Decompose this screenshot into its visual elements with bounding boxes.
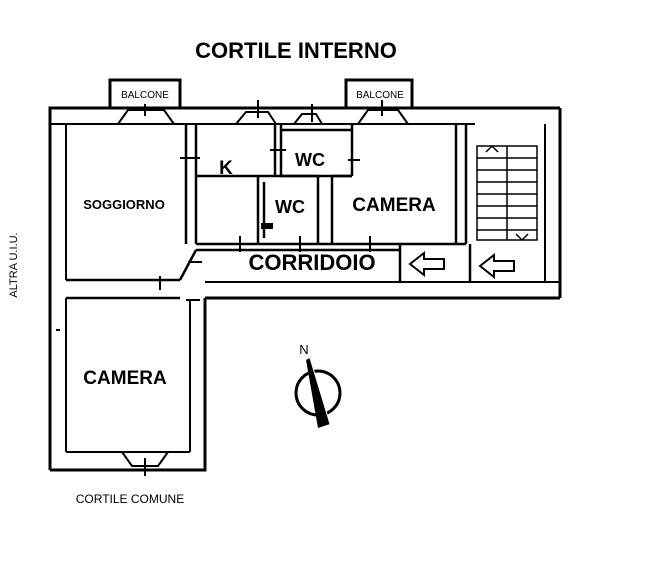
wc-upper-label: WC [295, 150, 325, 170]
entrance-arrow-icon [408, 250, 445, 278]
courtyard-internal-label: CORTILE INTERNO [195, 38, 397, 63]
staircase [476, 144, 538, 242]
stair-entrance-arrow-icon [478, 252, 515, 280]
north-label: N [299, 342, 308, 357]
balcony-right [344, 78, 414, 110]
balcony-right-label: BALCONE [356, 90, 404, 101]
courtyard-common-label: CORTILE COMUNE [76, 492, 184, 506]
other-unit-label: ALTRA U.I.U. [8, 232, 20, 297]
wc-lower-label: WC [275, 197, 305, 217]
corridor-label: CORRIDOIO [248, 250, 375, 275]
outer-walls [48, 106, 562, 472]
bedroom-upper-label: CAMERA [352, 195, 436, 216]
living-room-label: SOGGIORNO [83, 197, 165, 212]
door-marks [159, 104, 371, 301]
interior-walls [66, 124, 472, 300]
kitchen-label: K [219, 158, 233, 179]
bedroom-lower-label: CAMERA [83, 368, 167, 389]
north-compass-icon [294, 357, 342, 428]
balcony-left-label: BALCONE [121, 90, 169, 101]
window-bays [56, 100, 409, 476]
